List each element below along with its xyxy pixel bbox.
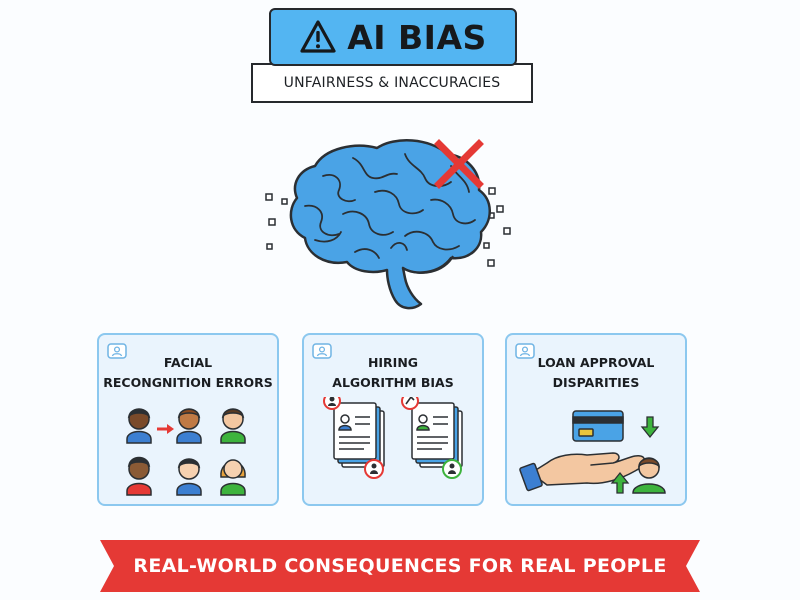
face-icon [220,459,246,496]
card-title-line-1: LOAN APPROVAL [537,355,655,370]
consequences-banner [100,540,700,592]
red-x-icon [434,139,484,189]
arrow-down-icon [640,416,660,439]
face-icon [176,458,202,496]
card-facial-recognition: FACIAL RECONGNITION ERRORS [97,333,279,506]
user-badge-icon [107,343,127,359]
resume-documents-illustration [323,397,463,479]
user-badge-icon [312,343,332,359]
brain-icon [265,139,511,310]
face-icon [126,456,152,496]
card-title-line-2: RECONGNITION ERRORS [103,375,273,390]
resume-icon [333,402,385,468]
warning-triangle-icon [300,20,336,53]
banner-text: REAL-WORLD CONSEQUENCES FOR REAL PEOPLE [133,555,667,577]
card-hiring-bias: HIRING ALGORITHM BIAS [302,333,484,506]
credit-card-icon [572,410,624,442]
credit-card-hand-illustration [519,410,666,494]
user-badge-icon [515,343,535,359]
subtitle-box: UNFAIRNESS & INACCURACIES [251,63,533,103]
card-title-line-1: FACIAL [163,355,213,370]
faces-grid-illustration [126,408,246,496]
title-banner: AI BIAS [269,8,517,66]
face-icon [220,408,246,444]
card-title-line-2: DISPARITIES [552,375,640,390]
card-title: HIRING ALGORITHM BIAS [304,353,482,393]
arrow-up-icon [610,471,630,494]
resume-icon [411,402,463,468]
page-title: AI BIAS [347,17,487,57]
card-loan-disparities: LOAN APPROVAL DISPARITIES [505,333,687,506]
face-icon [126,408,152,444]
card-title-line-2: ALGORITHM BIAS [332,375,454,390]
card-title: LOAN APPROVAL DISPARITIES [507,353,685,393]
card-title: FACIAL RECONGNITION ERRORS [99,353,277,393]
person-icon [632,457,666,494]
face-icon [176,408,202,444]
page-subtitle: UNFAIRNESS & INACCURACIES [283,75,501,91]
card-title-line-1: HIRING [367,355,419,370]
brain-illustration [255,128,520,318]
